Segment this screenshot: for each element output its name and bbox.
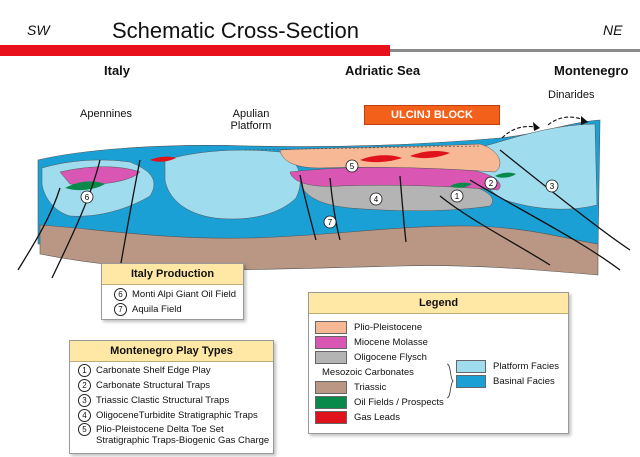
italy-production-title: Italy Production [102,264,243,285]
direction-ne: NE [603,22,623,38]
montenegro-plays-title: Montenegro Play Types [70,341,273,362]
page-title: Schematic Cross-Section [112,18,359,43]
facies-brace [446,363,454,399]
legend-item: Oil Fields / Prospects [315,395,568,410]
gas-lead-2 [410,151,450,159]
label-apennines: Apennines [80,108,132,120]
platform-facies-apulian [164,149,301,220]
svg-text:5: 5 [350,162,355,171]
oil-field-3 [495,172,516,178]
legend-item: Gas Leads [315,410,568,425]
legend-item: Mesozoic Carbonates [322,367,414,378]
marker-1: 1 [450,189,464,203]
region-montenegro: Montenegro [554,63,629,78]
legend-title: Legend [309,293,568,314]
svg-text:1: 1 [455,192,460,201]
gas-lead-3 [150,156,176,162]
direction-sw: SW [27,22,50,38]
fault-lines [17,149,631,281]
label-dinarides: Dinarides [548,89,595,101]
marker-7: 7 [323,215,337,229]
marker-4: 4 [369,192,383,206]
marker-6: 6 [80,190,94,204]
oil-field-1 [65,181,105,191]
legend-item: Platform Facies [456,359,559,374]
svg-text:4: 4 [374,195,379,204]
gas-lead-1 [360,155,402,163]
ulcinj-block-label: ULCINJ BLOCK [364,105,500,125]
facies-legend: Platform Facies Basinal Facies [456,359,559,389]
legend-item: Basinal Facies [456,374,559,389]
marker-2: 2 [484,176,498,190]
marker-3: 3 [545,179,559,193]
legend-item: Triassic [315,380,568,395]
region-adriatic: Adriatic Sea [345,63,421,78]
svg-text:3: 3 [550,182,555,191]
list-item-continuation: Stratigraphic Traps-Biogenic Gas Charge [96,435,270,446]
legend-box: Legend Plio-Pleistocene Miocene Molasse … [308,292,569,434]
legend-item: Plio-Pleistocene [315,320,568,335]
title-underline-gray [390,49,640,52]
marker-5: 5 [345,159,359,173]
title-underline-red [0,45,390,56]
svg-text:7: 7 [328,218,333,227]
thrust-arrowhead-2 [581,116,588,125]
svg-text:2: 2 [489,179,494,188]
oil-field-2 [450,182,472,188]
svg-text:6: 6 [85,193,90,202]
legend-item: Oligocene Flysch [315,350,568,365]
region-italy: Italy [104,63,131,78]
sea-level-line [244,145,481,151]
legend-item: Miocene Molasse [315,335,568,350]
thrust-arrowhead-1 [533,122,540,131]
